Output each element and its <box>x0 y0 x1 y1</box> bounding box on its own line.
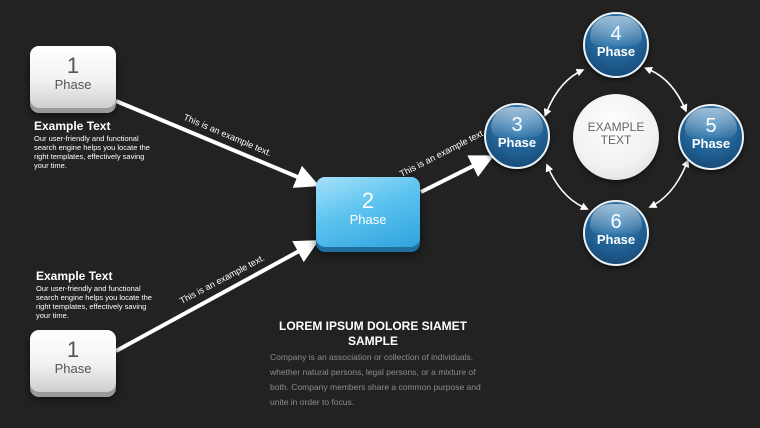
arrow-cycle-3-4 <box>543 68 585 117</box>
phase3-number: 3 <box>511 114 523 136</box>
center-example-circle: EXAMPLE TEXT <box>573 94 659 180</box>
description-bottom-title: Example Text <box>36 269 113 283</box>
summary-title: LOREM IPSUM DOLORE SIAMET SAMPLE <box>278 319 467 348</box>
phase5-circle: 5 Phase <box>678 104 744 170</box>
center-text-line2: TEXT <box>600 133 632 147</box>
arrow-cycle-5-6 <box>648 159 690 208</box>
description-top-title: Example Text <box>34 119 111 133</box>
phase2-number: 2 <box>361 188 375 213</box>
phase6-number: 6 <box>610 211 622 233</box>
arrow-phase1-top-to-phase2 <box>115 99 320 188</box>
description-top-body: Our user-friendly and functional search … <box>34 134 150 170</box>
arrow-phase1-bottom-to-phase2 <box>115 240 320 353</box>
center-text-line1: EXAMPLE <box>587 120 645 134</box>
description-bottom-body: Our user-friendly and functional search … <box>36 284 152 320</box>
phase2-label: Phase <box>349 212 387 227</box>
phase3-label: Phase <box>497 135 537 150</box>
phase6-circle: 6 Phase <box>583 200 649 266</box>
phase1-top-box: 1 Phase <box>30 46 116 108</box>
description-top: Example Text Our user-friendly and funct… <box>34 119 154 170</box>
phase1-bottom-box: 1 Phase <box>30 330 116 392</box>
arrow-cycle-6-3 <box>545 163 589 210</box>
phase5-number: 5 <box>705 115 717 137</box>
phase4-number: 4 <box>610 23 622 45</box>
phase1-bottom-number: 1 <box>66 337 80 362</box>
phase6-label: Phase <box>596 232 636 247</box>
phase4-label: Phase <box>596 44 636 59</box>
summary-body: Company is an association or collection … <box>270 352 481 407</box>
phase2-box: 2 Phase <box>316 177 420 247</box>
phase1-bottom-label: Phase <box>54 361 92 376</box>
phase3-circle: 3 Phase <box>484 103 550 169</box>
arrow-phase2-to-phase3 <box>420 155 495 194</box>
phase5-label: Phase <box>691 136 731 151</box>
phase4-circle: 4 Phase <box>583 12 649 78</box>
phase1-top-label: Phase <box>54 77 92 92</box>
phase1-top-number: 1 <box>66 53 80 78</box>
arrow-cycle-4-5 <box>644 66 688 113</box>
description-bottom: Example Text Our user-friendly and funct… <box>36 269 156 320</box>
